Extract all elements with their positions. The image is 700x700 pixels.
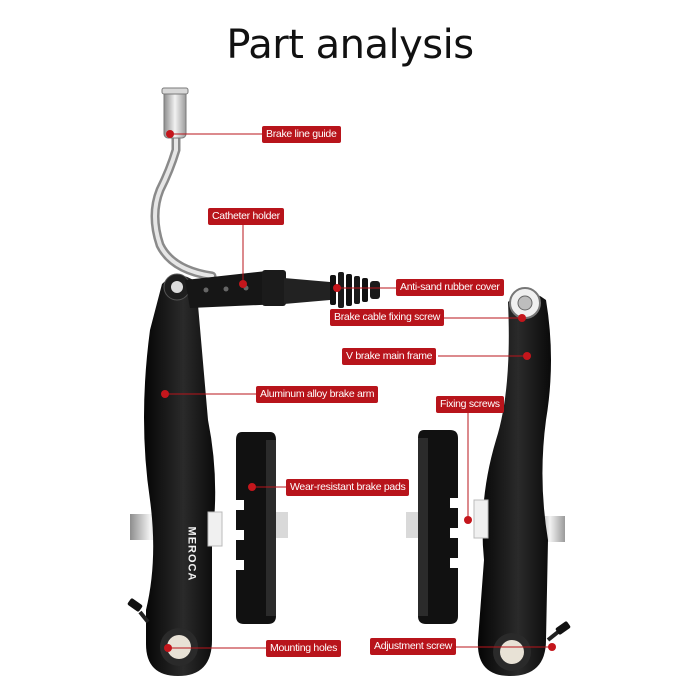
adjustment-screw-left — [127, 598, 150, 624]
brand-logo-text: MEROCA — [185, 526, 198, 582]
catheter-holder-part — [185, 270, 286, 308]
label-mounting-holes: Mounting holes — [266, 640, 342, 657]
label-fixing-screws: Fixing screws — [436, 396, 504, 413]
label-adjustment-screw: Adjustment screw — [370, 638, 457, 655]
label-catheter-holder: Catheter holder — [208, 208, 284, 225]
right-brake-pad — [406, 430, 458, 624]
adjustment-screw-right — [546, 621, 571, 642]
label-aluminum-alloy-brake-arm: Aluminum alloy brake arm — [256, 386, 379, 403]
label-wear-resistant-brake-pads: Wear-resistant brake pads — [286, 479, 410, 496]
label-anti-sand-rubber-cover: Anti-sand rubber cover — [396, 279, 504, 296]
anti-sand-rubber-cover-part — [284, 272, 380, 308]
marker-dots — [161, 130, 556, 652]
label-v-brake-main-frame: V brake main frame — [342, 348, 437, 365]
page-title: Part analysis — [226, 22, 474, 68]
right-brake-arm — [473, 287, 551, 676]
left-brake-pad — [236, 432, 288, 624]
left-brake-arm — [144, 273, 223, 676]
brake-line-guide-part — [150, 87, 217, 281]
label-brake-cable-fixing-screw: Brake cable fixing screw — [330, 309, 445, 326]
label-brake-line-guide: Brake line guide — [262, 126, 341, 143]
